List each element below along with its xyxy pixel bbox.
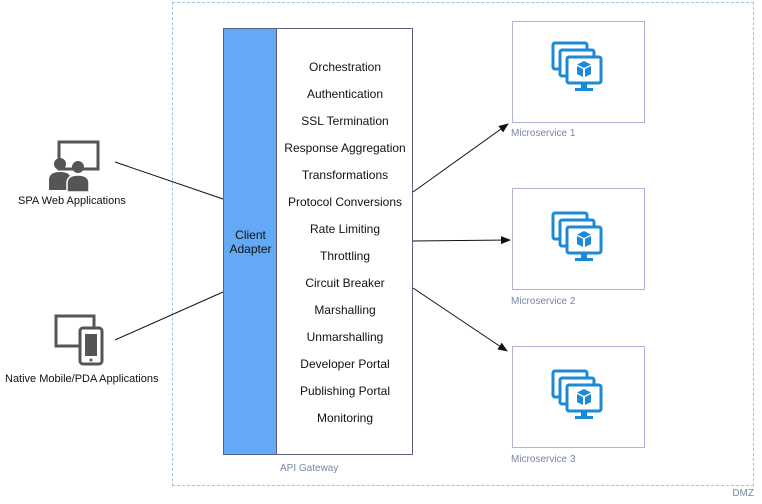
- microservice-1-label: Microservice 1: [511, 128, 576, 139]
- devices-icon: [54, 314, 106, 371]
- api-gateway-label: API Gateway: [280, 463, 339, 474]
- gateway-function: SSL Termination: [301, 114, 389, 128]
- virtual-machines-icon: [550, 40, 614, 104]
- gateway-function: Authentication: [306, 87, 384, 101]
- microservice-3-label: Microservice 3: [511, 454, 576, 465]
- gateway-function: Circuit Breaker: [305, 276, 385, 290]
- gateway-function: Rate Limiting: [309, 222, 381, 236]
- client-adapter: [224, 29, 277, 454]
- gateway-function: Publishing Portal: [299, 384, 391, 398]
- gateway-function: Orchestration: [308, 60, 382, 74]
- client-adapter-label-line1: Client: [235, 228, 266, 242]
- microservice-2-label: Microservice 2: [511, 296, 576, 307]
- client-adapter-label: Client Adapter: [224, 228, 277, 256]
- client-label-spa: SPA Web Applications: [18, 195, 126, 207]
- presentation-users-icon: [46, 140, 102, 197]
- gateway-function: Developer Portal: [300, 357, 390, 371]
- gateway-function: Marshalling: [314, 303, 376, 317]
- virtual-machines-icon: [550, 210, 614, 274]
- gateway-function: Response Aggregation: [284, 141, 406, 155]
- gateway-function: Throttling: [319, 249, 371, 263]
- gateway-function: Protocol Conversions: [287, 195, 403, 209]
- client-label-mobile: Native Mobile/PDA Applications: [5, 373, 159, 385]
- virtual-machines-icon: [550, 368, 614, 432]
- gateway-function: Transformations: [301, 168, 389, 182]
- dmz-label: DMZ: [732, 488, 754, 499]
- dmz-zone: [172, 2, 754, 486]
- gateway-function: Monitoring: [316, 411, 374, 425]
- gateway-function: Unmarshalling: [306, 330, 384, 344]
- client-adapter-label-line2: Adapter: [229, 242, 272, 256]
